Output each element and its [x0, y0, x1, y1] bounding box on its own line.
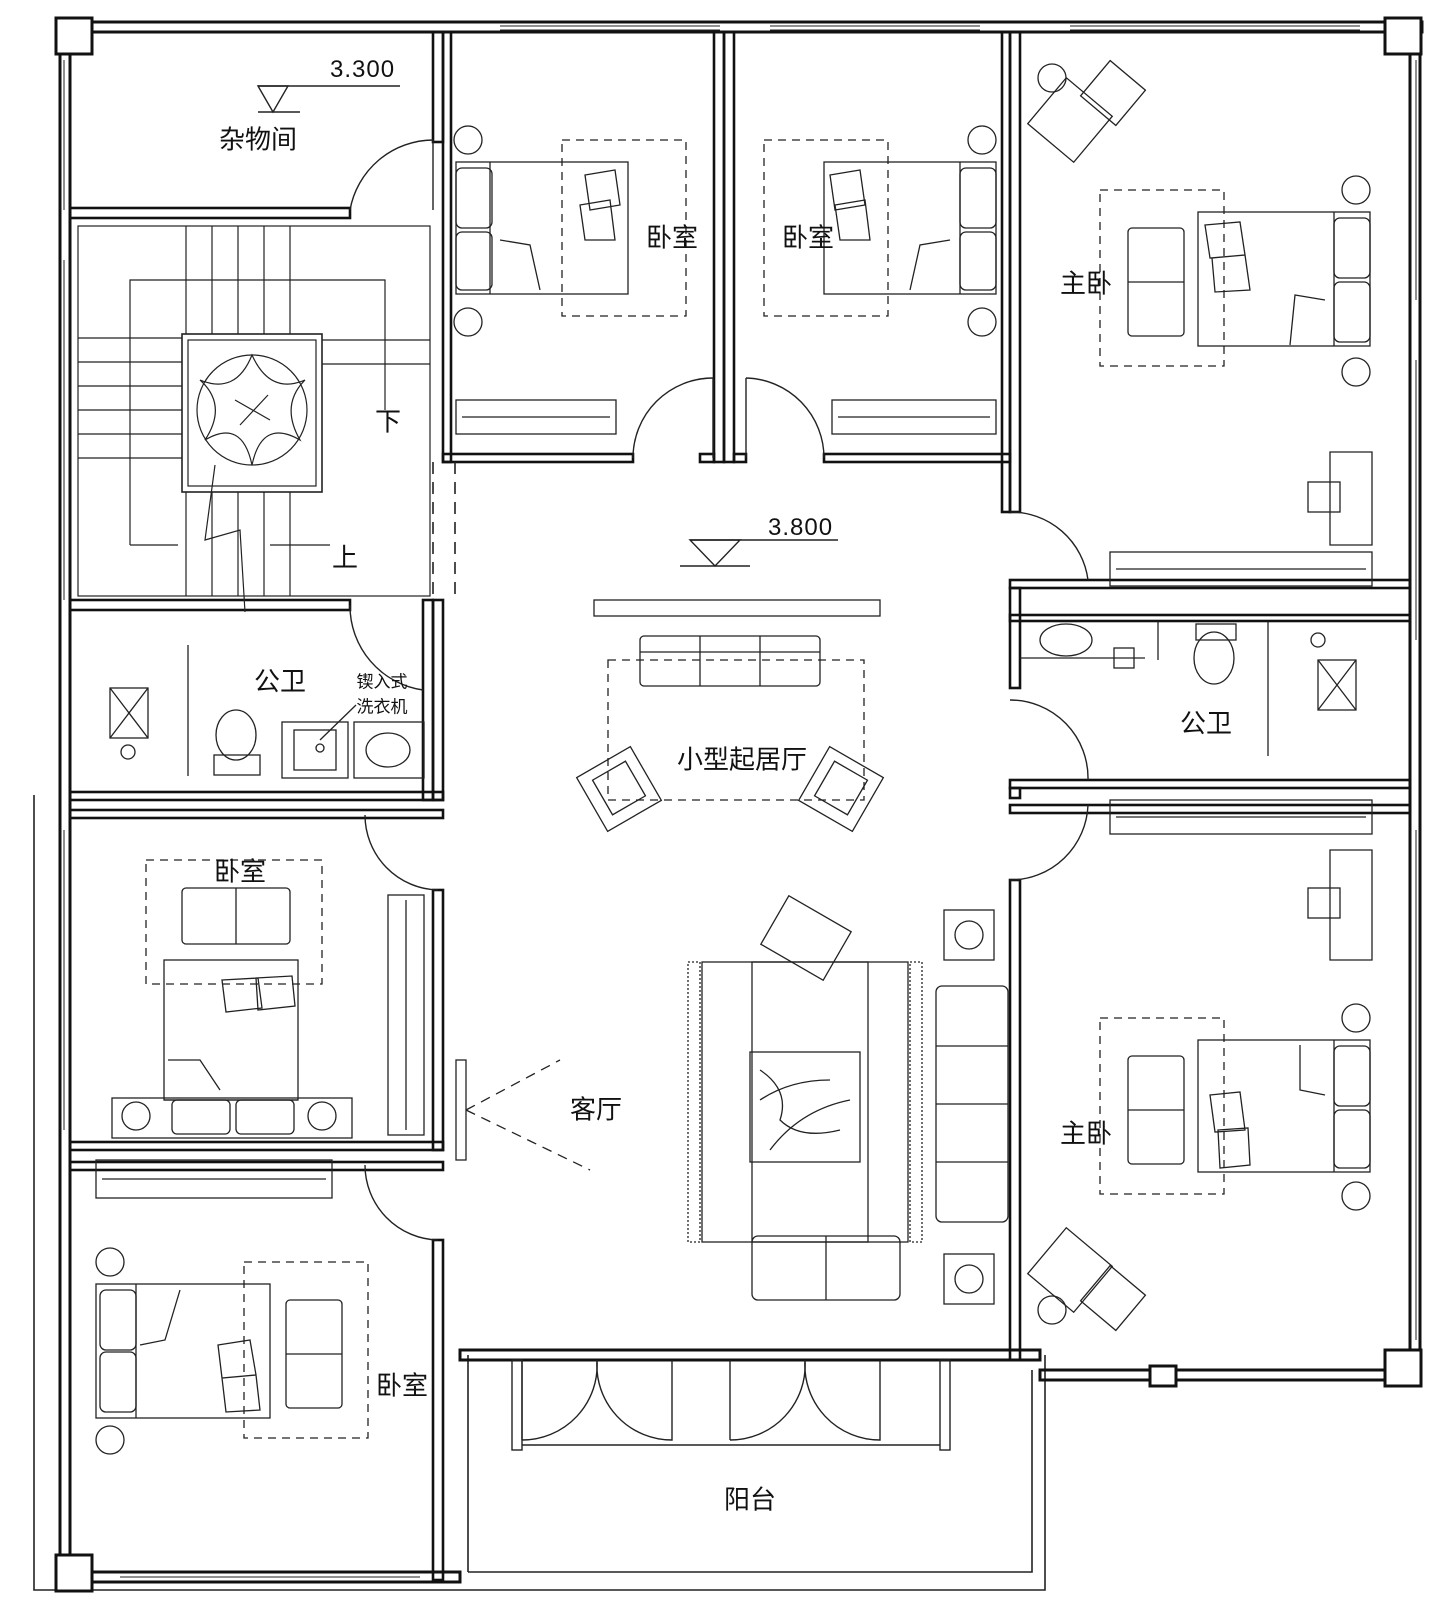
balcony-rail	[467, 1355, 1033, 1573]
room-label-storage: 杂物间	[218, 125, 298, 156]
living-furniture	[455, 894, 1009, 1305]
room-label-bath-left: 公卫	[253, 667, 307, 698]
room-label-master-1: 主卧	[1059, 269, 1113, 300]
washer-label-line2: 洗衣机	[356, 697, 408, 718]
washer-label-line1: 锲入式	[356, 672, 408, 693]
room-label-bedroom-1: 卧室	[645, 223, 699, 254]
bed-bedroom-3	[111, 859, 425, 1139]
bed-bedroom-1	[453, 125, 687, 435]
bath-right-fixtures	[1020, 622, 1357, 756]
room-label-bedroom-4: 卧室	[375, 1371, 429, 1402]
bed-master-1	[1026, 59, 1373, 587]
windows	[63, 25, 1417, 1578]
level-marker-storage	[256, 85, 400, 114]
room-label-bedroom-3: 卧室	[213, 857, 267, 888]
room-label-master-2: 主卧	[1059, 1119, 1113, 1150]
room-label-balcony: 阳台	[723, 1485, 777, 1516]
room-label-bedroom-2: 卧室	[781, 223, 835, 254]
balcony-outline	[33, 795, 1046, 1591]
level-hall: 3.800	[768, 514, 834, 541]
bed-bedroom-4	[95, 1159, 369, 1455]
staircase	[77, 225, 431, 613]
bed-master-2	[1026, 799, 1373, 1332]
room-label-lounge: 小型起居厅	[676, 745, 808, 776]
lounge-furniture	[575, 599, 885, 833]
bed-bedroom-2	[763, 125, 997, 435]
doors	[349, 139, 1089, 1451]
level-marker-hall	[680, 539, 838, 568]
bath-left-fixtures	[109, 645, 425, 779]
interior-walls	[68, 30, 1412, 1582]
stair-label-up: 上	[331, 543, 359, 574]
stair-label-down: 下	[374, 407, 402, 438]
wall-corners	[54, 16, 1423, 1593]
opening-dashed	[432, 462, 456, 600]
room-label-bath-right: 公卫	[1179, 709, 1233, 740]
room-label-living: 客厅	[569, 1095, 623, 1126]
level-storage: 3.300	[330, 56, 396, 83]
